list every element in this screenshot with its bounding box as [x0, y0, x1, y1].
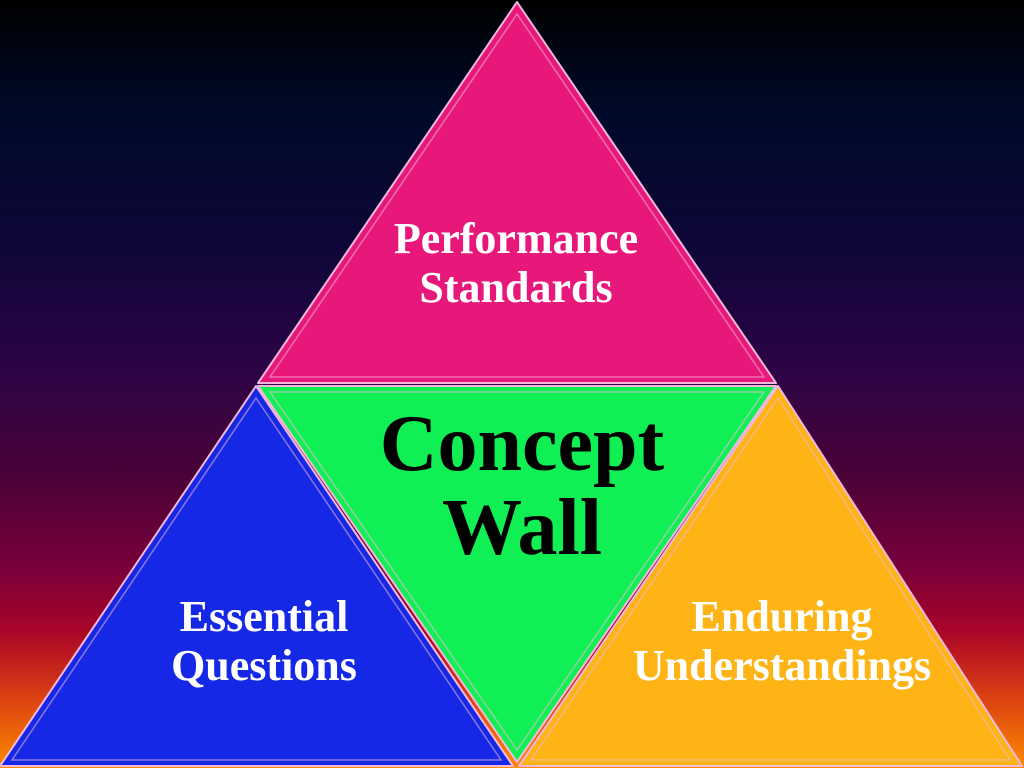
essential-questions-label: Essential Questions	[114, 592, 414, 691]
right-triangle	[518, 385, 1023, 767]
enduring-understandings-label: Enduring Understandings	[592, 592, 972, 691]
left-triangle	[0, 385, 514, 767]
performance-standards-label: Performance Standards	[356, 214, 676, 313]
essential-questions-line1: Essential	[179, 592, 349, 641]
essential-questions-line2: Questions	[171, 641, 357, 691]
performance-standards-line2: Standards	[419, 263, 613, 313]
enduring-understandings-line1: Enduring	[691, 592, 873, 641]
enduring-understandings-line2: Understandings	[632, 641, 932, 691]
center-triangle	[257, 385, 777, 763]
concept-wall-line1: Concept	[379, 400, 665, 488]
concept-wall-line2: Wall	[441, 484, 603, 572]
top-triangle	[257, 1, 777, 384]
performance-standards-line1: Performance	[393, 214, 639, 263]
top-triangle-inner-edge	[268, 12, 766, 378]
right-triangle-inner-edge	[529, 396, 1012, 761]
center-triangle-inner-edge	[268, 391, 766, 752]
left-triangle-inner-edge	[10, 396, 503, 761]
concept-wall-label: Concept Wall	[342, 402, 702, 570]
